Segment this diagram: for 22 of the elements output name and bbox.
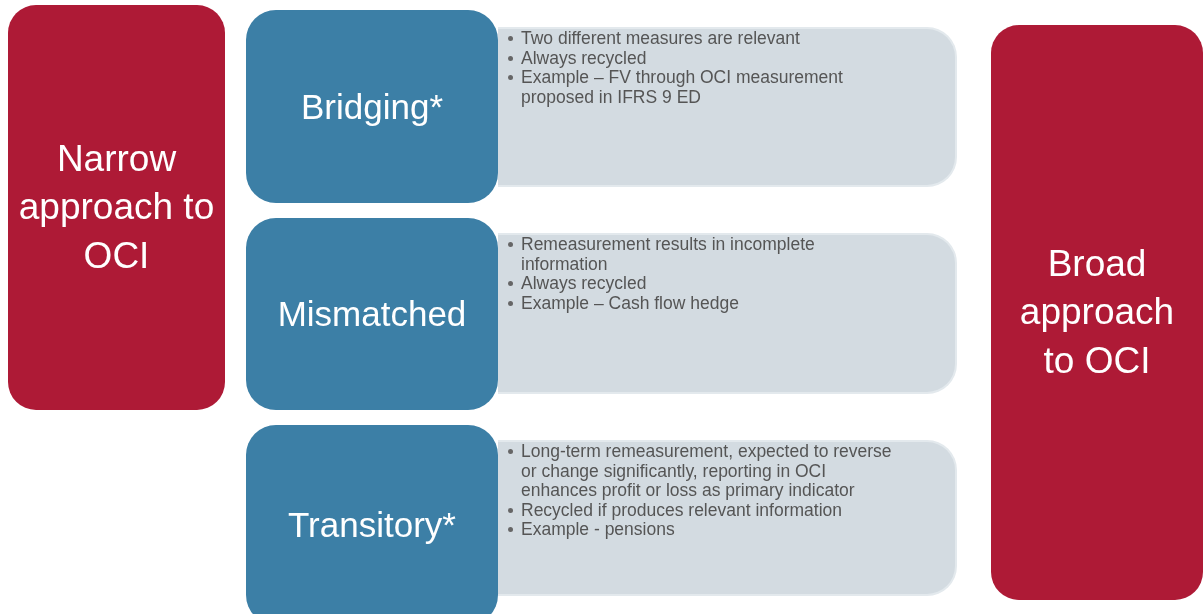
box-label: Transitory* [287, 505, 457, 545]
box-label: Broad approach to OCI [1018, 242, 1176, 383]
bullet-text: Always recycled [521, 48, 647, 69]
description-box [498, 440, 957, 596]
box-label: Bridging* [299, 86, 444, 127]
bullet-text: Remeasurement results in incomplete information [521, 235, 816, 275]
bullet-text: Example - pensions [521, 520, 675, 540]
description-box [498, 233, 957, 394]
category-box [246, 218, 498, 410]
bullet-text: Example – FV through OCI measurement proposed in IFRS 9 ED [521, 68, 844, 108]
description-box [498, 27, 957, 187]
approach-box [991, 25, 1203, 600]
box-label: Narrow approach to OCI [17, 137, 216, 278]
bullet-text: Two different measures are relevant [521, 29, 800, 49]
bullet-text: Always recycled [521, 274, 647, 294]
bullet-text: Long-term remeasurement, expected to reverse or change significantly, reporting in OCI enhances profit or loss as primary indicator [521, 442, 893, 501]
bullet-text: Example – Cash flow hedge [521, 293, 739, 314]
approach-box [8, 5, 225, 410]
category-box [246, 425, 498, 614]
bullet-text: Recycled if produces relevant information [521, 500, 842, 521]
box-label: Mismatched [276, 294, 468, 334]
category-box [246, 10, 498, 203]
